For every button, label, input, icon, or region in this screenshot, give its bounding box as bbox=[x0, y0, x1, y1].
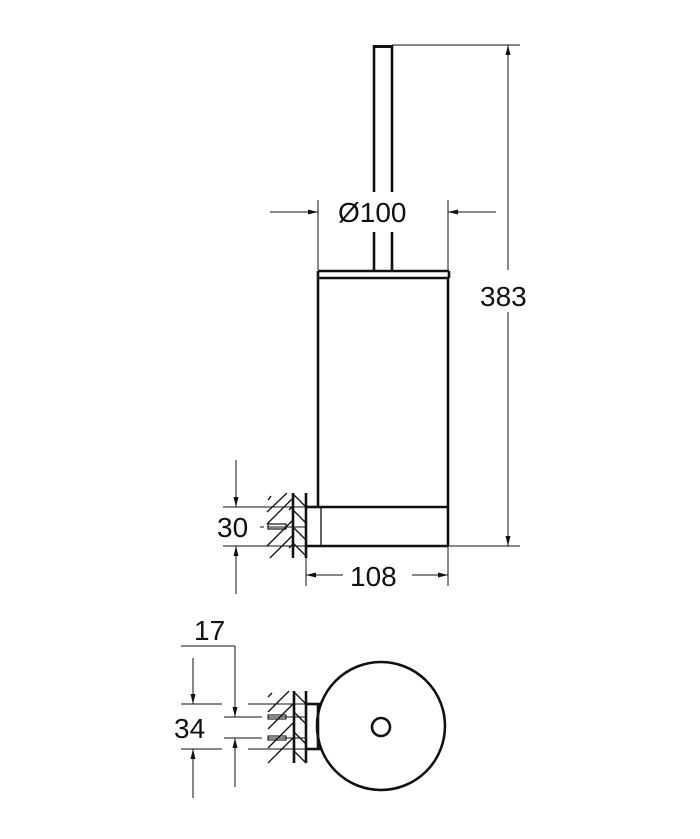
lid bbox=[316, 269, 451, 280]
front-view: Ø100 383 108 30 bbox=[217, 44, 527, 594]
dimension-screw-spacing: 34 bbox=[174, 658, 306, 798]
container-top-outline bbox=[315, 660, 447, 792]
wall-bracket-top bbox=[304, 691, 322, 763]
dimension-mount-height: 30 bbox=[217, 460, 306, 594]
wall-hatch-top bbox=[267, 690, 307, 764]
wall-bracket bbox=[304, 493, 448, 558]
screw-upper bbox=[267, 714, 306, 720]
dimension-label-screw-spacing: 34 bbox=[174, 713, 205, 744]
dimension-label-screw-offset: 17 bbox=[194, 615, 225, 646]
dimension-label-projection: 108 bbox=[350, 561, 397, 592]
handle-hole bbox=[370, 716, 392, 738]
dimension-label-mount-height: 30 bbox=[217, 512, 248, 543]
dimension-total-height: 383 bbox=[392, 44, 527, 547]
top-view: 34 17 bbox=[174, 615, 447, 798]
dimension-label-diameter: Ø100 bbox=[338, 197, 407, 228]
dimension-screw-offset: 17 bbox=[181, 615, 262, 787]
screw-lower bbox=[267, 735, 306, 741]
brush-handle bbox=[372, 45, 394, 270]
screw bbox=[260, 523, 306, 530]
dimension-projection: 108 bbox=[305, 546, 449, 592]
container-body bbox=[316, 278, 450, 546]
dimension-label-total-height: 383 bbox=[480, 281, 527, 312]
dimension-diameter: Ø100 bbox=[270, 192, 496, 270]
